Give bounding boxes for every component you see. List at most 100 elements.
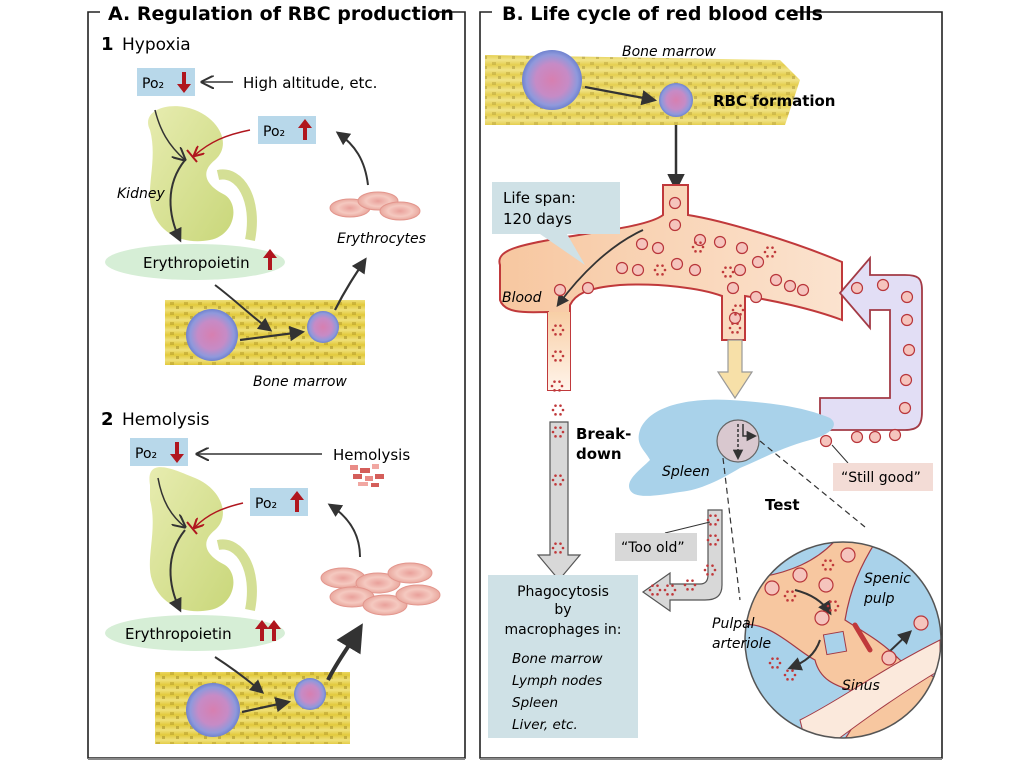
erythrocytes-illustration	[320, 562, 441, 616]
rbc-cell	[902, 343, 916, 357]
aged-rbc-fragment	[836, 604, 840, 608]
aged-rbc-fragment	[559, 435, 562, 438]
aged-rbc-fragment	[656, 273, 659, 276]
aged-rbc-fragment	[771, 255, 774, 258]
hypoxia-to-kidney-arrow	[154, 109, 185, 160]
rbc-cell	[783, 279, 797, 293]
aged-rbc-fragment	[791, 590, 794, 593]
cause-label: High altitude, etc.	[243, 74, 377, 92]
rbc-cell	[668, 196, 682, 210]
rbc-cell	[840, 547, 856, 563]
still-good-label: “Still good”	[841, 470, 921, 486]
po2-label: Po₂	[255, 496, 277, 512]
aged-rbc-fragment	[559, 542, 562, 545]
phagocytosis-line-3: macrophages in:	[505, 622, 622, 638]
maturation-arrow	[584, 85, 658, 106]
still-good-callout: “Still good”	[831, 444, 933, 491]
aged-rbc-fragment	[778, 661, 782, 665]
panel-a: A. Regulation of RBC production 1 Hypoxi…	[87, 3, 466, 760]
rbc-cell	[818, 577, 834, 593]
aged-rbc-fragment	[561, 546, 565, 550]
phagocytosis-line-1: Phagocytosis	[517, 584, 609, 600]
splenic-pulp-label-1: Spenic	[864, 571, 911, 587]
aged-rbc-fragment	[734, 304, 737, 307]
pulpal-arteriole-label-2: arteriole	[712, 636, 771, 652]
lifespan-line-2: 120 days	[503, 210, 572, 228]
aged-rbc-fragment	[736, 331, 739, 334]
aged-rbc-fragment	[561, 430, 565, 434]
epo-to-marrow-arrow	[214, 656, 265, 694]
hemolysis-label: Hemolysis	[333, 446, 410, 464]
return-rbc-group	[819, 278, 916, 448]
rbc-cell	[581, 281, 595, 295]
rbc-cell	[713, 235, 727, 249]
po2-high-badge-1: Po₂	[258, 116, 316, 144]
rbc-cell	[553, 283, 567, 297]
kidney-to-epo-arrow	[168, 529, 186, 613]
po2-low-badge-1: Po₂	[137, 68, 195, 96]
kidney-illustration	[148, 106, 234, 242]
aged-rbc-fragment	[709, 514, 712, 517]
aged-rbc-fragment	[554, 551, 557, 554]
too-old-label: “Too old”	[621, 540, 685, 556]
aged-rbc-fragment	[651, 593, 654, 596]
aged-rbc-fragment	[691, 245, 695, 249]
aged-rbc-fragment	[553, 389, 556, 392]
aged-rbc-fragment	[656, 264, 659, 267]
aged-rbc-fragment	[729, 275, 732, 278]
aged-rbc-fragment	[673, 588, 677, 592]
aged-rbc-fragment	[554, 333, 557, 336]
rbc-cell	[635, 237, 649, 251]
site-item: Bone marrow	[512, 651, 603, 667]
aged-rbc-fragment	[554, 324, 557, 327]
aged-rbc-fragment	[739, 304, 742, 307]
aged-rbc-fragment	[663, 268, 667, 272]
site-item: Liver, etc.	[512, 717, 578, 733]
panel-b-title: B. Life cycle of red blood cells	[502, 3, 823, 25]
aged-rbc-fragment	[694, 241, 697, 244]
negative-feedback-arrow	[195, 502, 244, 527]
phagocytosis-line-2: by	[554, 602, 571, 618]
aged-rbc-fragment	[834, 600, 837, 603]
marrow-to-rbc-arrow-strong	[326, 623, 363, 681]
epo-ellipse	[105, 244, 285, 280]
epo-ellipse	[105, 615, 285, 651]
aged-rbc-fragment	[656, 593, 659, 596]
arrow-down-icon	[177, 72, 191, 93]
arrow-up-icon	[298, 119, 312, 140]
aged-rbc-fragment	[741, 308, 745, 312]
aged-rbc-fragment	[686, 579, 689, 582]
aged-rbc-fragment	[559, 333, 562, 336]
rbc-cell	[850, 430, 864, 444]
aged-rbc-fragment	[831, 563, 835, 567]
aged-rbc-fragment	[773, 250, 777, 254]
aged-rbc-fragment	[554, 413, 557, 416]
rbc-cell	[651, 241, 665, 255]
aged-rbc-fragment	[561, 354, 565, 358]
pulpal-arteriole-label-1: Pulpal	[712, 616, 755, 632]
aged-rbc-fragment	[711, 573, 714, 576]
aged-rbc-fragment	[768, 661, 772, 665]
aged-rbc-fragment	[731, 322, 734, 325]
section-1-number: 1	[101, 34, 114, 55]
panel-a-title: A. Regulation of RBC production	[108, 3, 454, 25]
splenic-pulp-label-2: pulp	[863, 591, 895, 607]
rbc-cell	[764, 580, 780, 596]
section-1-title: Hypoxia	[122, 35, 191, 55]
aged-rbc-fragment	[834, 609, 837, 612]
rbc-cell	[900, 290, 914, 304]
aged-rbc-fragment	[661, 273, 664, 276]
aged-rbc-fragment	[714, 514, 717, 517]
site-item: Spleen	[512, 695, 558, 711]
aged-rbc-fragment	[826, 604, 830, 608]
aged-rbc-fragment	[558, 380, 561, 383]
rbc-cell	[751, 255, 765, 269]
aged-rbc-fragment	[783, 594, 787, 598]
aged-rbc-fragment	[786, 599, 789, 602]
aged-rbc-fragment	[771, 666, 774, 669]
arrow-down-icon	[170, 442, 184, 463]
panel-b: B. Life cycle of red blood cells Bone ma…	[479, 3, 943, 760]
aged-rbc-fragment	[699, 250, 702, 253]
breakdown-arrow	[536, 421, 582, 581]
